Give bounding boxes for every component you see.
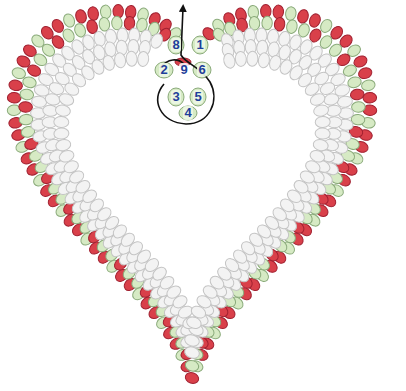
callout-number: 3	[171, 90, 180, 104]
bead	[312, 138, 329, 152]
bead	[268, 54, 283, 72]
bead	[74, 8, 88, 24]
bead	[235, 51, 247, 67]
bead	[100, 5, 112, 20]
bead-rows	[7, 4, 377, 385]
bead	[44, 92, 61, 107]
bead	[284, 6, 297, 21]
thread-path	[158, 8, 214, 124]
bead	[222, 52, 237, 69]
bead	[184, 359, 200, 373]
callout-number: 1	[195, 38, 204, 52]
heart-guide	[14, 11, 370, 378]
bead	[179, 106, 197, 120]
bead	[168, 88, 184, 106]
bead	[19, 102, 33, 113]
callout-number: 5	[193, 90, 202, 104]
bead	[155, 62, 173, 78]
bead	[351, 102, 365, 113]
bead	[193, 62, 211, 78]
callout-number: 6	[197, 63, 206, 77]
bead	[184, 371, 200, 385]
bead	[361, 79, 376, 92]
bead	[7, 92, 21, 103]
bead	[272, 5, 284, 20]
bead	[62, 12, 77, 29]
bead	[190, 88, 206, 106]
bead	[315, 116, 331, 128]
bead	[8, 79, 23, 92]
bead	[192, 36, 208, 54]
bead	[246, 51, 258, 67]
bead	[137, 51, 149, 67]
bead	[257, 52, 270, 69]
callout-number: 2	[159, 63, 168, 77]
bead	[53, 116, 69, 128]
bead	[308, 12, 323, 28]
callout-number: 9	[179, 63, 188, 77]
bead	[315, 128, 331, 140]
bead	[296, 8, 310, 24]
bead	[126, 51, 138, 67]
callout-number: 8	[171, 38, 180, 52]
bead	[363, 92, 377, 103]
center-bead-cluster	[155, 36, 211, 120]
callout-number: 4	[183, 106, 192, 120]
bead	[53, 127, 69, 139]
bead	[113, 52, 126, 69]
bead	[54, 104, 71, 118]
bead	[87, 6, 100, 21]
